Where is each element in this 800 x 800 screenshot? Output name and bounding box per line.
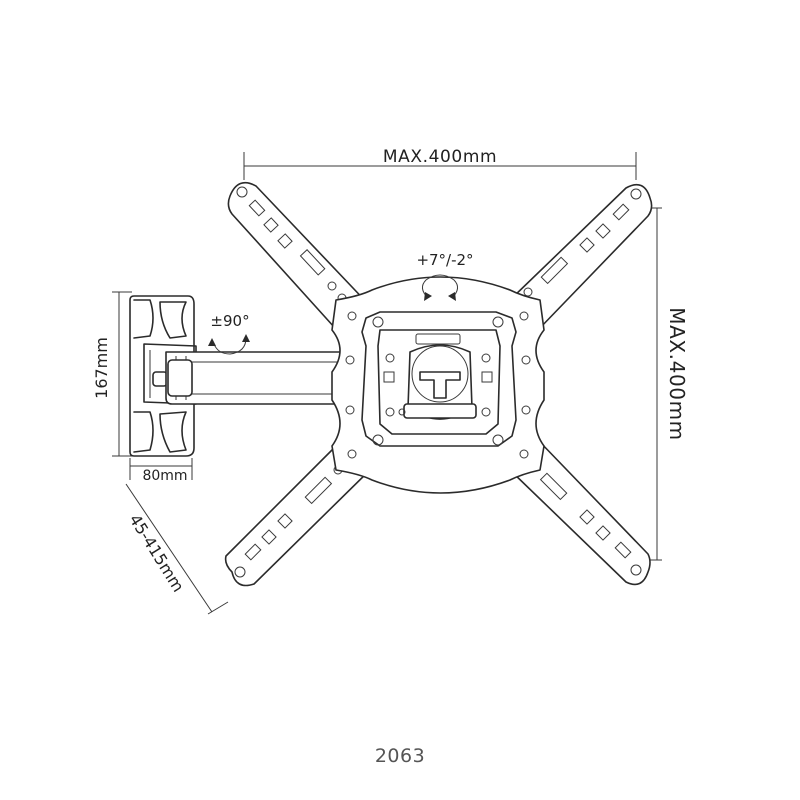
extension-label: 45-415mm: [125, 511, 188, 596]
right-height-dimension: MAX.400mm: [645, 207, 689, 561]
plate-height-label: 167mm: [92, 337, 111, 399]
tilt-label: +7°/-2°: [416, 251, 473, 269]
center-bracket: [331, 276, 545, 494]
extension-dimension: 45-415mm: [125, 483, 229, 615]
swivel-label: ±90°: [210, 312, 249, 330]
swivel-indicator: ±90°: [208, 312, 250, 355]
plate-depth-label: 80mm: [142, 468, 187, 484]
plate-height-dimension: 167mm: [92, 291, 132, 457]
plate-depth-dimension: 80mm: [129, 458, 193, 484]
arm: [165, 351, 353, 405]
top-width-label: MAX.400mm: [383, 147, 497, 167]
top-width-dimension: MAX.400mm: [243, 147, 637, 180]
tilt-indicator: +7°/-2°: [416, 251, 474, 301]
model-number: 2063: [374, 745, 426, 767]
right-height-label: MAX.400mm: [665, 307, 689, 441]
